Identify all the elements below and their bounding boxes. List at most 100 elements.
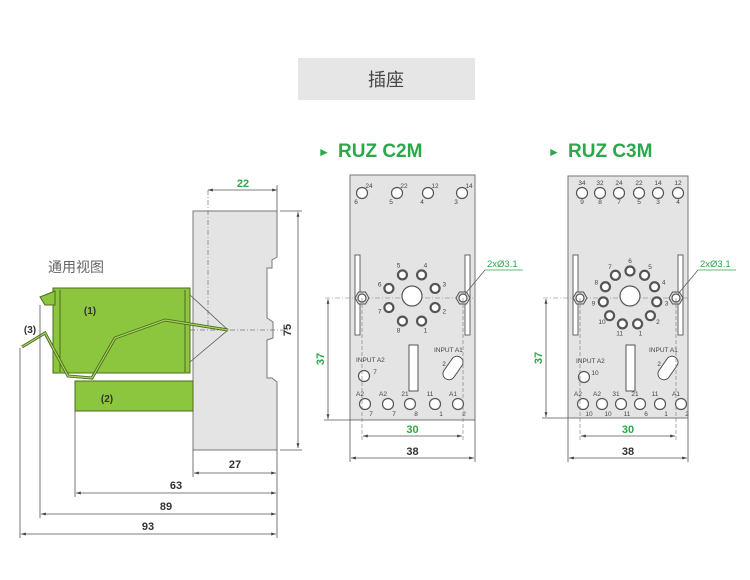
pin-label: 2 (656, 319, 660, 326)
socket-title: RUZ C2M (338, 141, 422, 162)
terminal-hole (577, 370, 591, 384)
dim-width: 38 (406, 446, 418, 458)
pin-label: 9 (592, 300, 596, 307)
pin-label: A2 (574, 391, 582, 398)
side-view-title: 通用视图 (48, 259, 104, 275)
pin-label: 10 (604, 411, 612, 418)
pin-label: 6 (378, 282, 382, 289)
pin-label: 4 (662, 280, 666, 287)
terminal-hole (612, 186, 626, 200)
part-label-3: (3) (24, 325, 36, 336)
pin-label: 6 (354, 199, 358, 206)
play-marker-icon: ► (548, 145, 560, 159)
pin-label: 22 (635, 180, 643, 187)
socket-side-body (192, 210, 278, 451)
socket-title: RUZ C3M (568, 141, 652, 162)
dim-height: 37 (533, 352, 545, 364)
pin-label: 3 (665, 300, 669, 307)
pin-label: A2 (379, 391, 387, 398)
part-label-1: (1) (84, 306, 96, 317)
pin-label: 10 (585, 411, 593, 418)
pin-label: 14 (465, 183, 473, 190)
pin-label: 11 (624, 411, 631, 418)
pin-label: 24 (365, 183, 373, 190)
pin-label: 24 (615, 180, 623, 187)
pin-label: 5 (389, 199, 393, 206)
terminal-hole (651, 186, 665, 200)
oval-terminal (657, 355, 679, 381)
relay-pin-hole (396, 269, 409, 281)
pin-label: 2 (443, 308, 447, 315)
dim-inner: 30 (406, 424, 418, 436)
terminal-hole (355, 186, 369, 200)
pin-label: 6 (644, 411, 648, 418)
pin-label: 22 (400, 183, 408, 190)
pin-label: 5 (397, 263, 401, 270)
pin-label: 21 (631, 391, 639, 398)
pin-label: A2 (356, 391, 364, 398)
relay-pin-hole (597, 296, 609, 308)
pin-label: 1 (424, 327, 428, 334)
pin-label: 2 (685, 411, 689, 418)
terminal-hole (576, 397, 590, 411)
pin-label: 31 (612, 391, 620, 398)
pin-label: 21 (401, 391, 409, 398)
terminal-hole (614, 397, 628, 411)
relay-part-2 (74, 380, 194, 412)
dim-top: 22 (237, 178, 249, 190)
terminal-hole (653, 397, 667, 411)
pin-label: 7 (373, 369, 377, 376)
terminal-hole (575, 186, 589, 200)
pin-label: 34 (578, 180, 586, 187)
pin-label: 10 (591, 370, 599, 377)
relay-pin-hole (415, 269, 428, 281)
dim-width: 38 (622, 446, 634, 458)
input-a2-label: INPUT A2 (356, 357, 385, 364)
pin-label: 2 (657, 361, 661, 368)
terminal-hole (357, 369, 371, 383)
terminal-hole (455, 186, 469, 200)
pin-label: 4 (424, 263, 428, 270)
dim-93: 93 (142, 521, 154, 533)
oval-terminal (442, 355, 464, 381)
input-a1-label: INPUT A1 (649, 347, 678, 354)
dim-inner: 30 (622, 424, 634, 436)
pin-label: 3 (656, 199, 660, 206)
pin-label: 1 (639, 331, 643, 338)
relay-pin-hole (603, 310, 616, 322)
pin-label: 2 (442, 361, 446, 368)
dim-89: 89 (160, 501, 172, 513)
pin-label: 1 (439, 411, 443, 418)
pin-label: 8 (598, 199, 602, 206)
center-slot (625, 344, 636, 392)
pin-label: 8 (595, 280, 599, 287)
relay-pin-hole (648, 281, 661, 293)
relay-pin-hole (632, 318, 644, 330)
pin-label: 12 (431, 183, 439, 190)
pin-label: 11 (652, 391, 659, 398)
relay-pin-hole (383, 301, 395, 314)
hole-note: 2xØ3.1 (487, 259, 518, 270)
terminal-hole (390, 186, 404, 200)
dim-height: 75 (282, 324, 294, 336)
relay-pin-hole (599, 281, 612, 293)
side-view: 通用视图 (1) (2) (3) 22 75 27 63 89 93 (19, 178, 302, 538)
pin-label: 10 (598, 319, 606, 326)
header-box (298, 58, 475, 100)
terminal-hole (403, 397, 417, 411)
terminal-hole (421, 186, 435, 200)
pin-label: 12 (674, 180, 682, 187)
input-a1-label: INPUT A1 (434, 347, 463, 354)
pin-label: 7 (392, 411, 396, 418)
pin-label: 5 (637, 199, 641, 206)
pin-label: 7 (617, 199, 621, 206)
pin-label: 3 (454, 199, 458, 206)
pin-label: 2 (462, 411, 466, 418)
terminal-hole (381, 397, 395, 411)
terminal-hole (451, 397, 465, 411)
pin-label: 6 (628, 258, 632, 265)
relay-pin-hole (429, 282, 441, 295)
